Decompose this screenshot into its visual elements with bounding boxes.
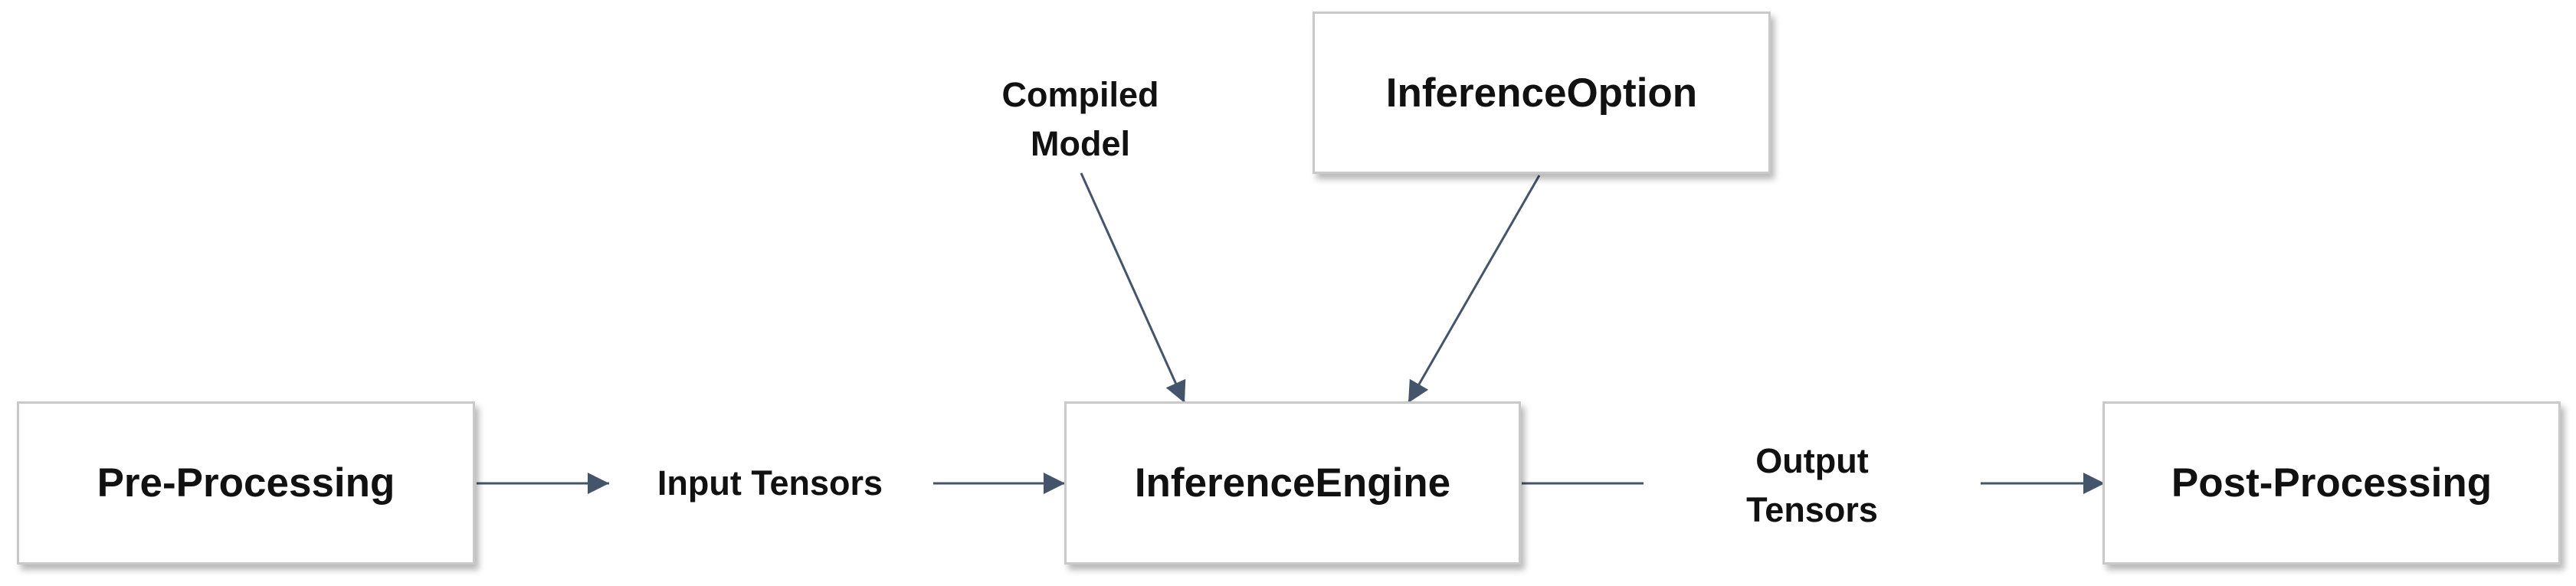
output-tensors-line1: Output — [1755, 441, 1869, 480]
pre-processing-box: Pre-Processing — [17, 401, 475, 565]
post-processing-label: Post-Processing — [2171, 460, 2492, 506]
inference-engine-box: InferenceEngine — [1064, 401, 1521, 565]
compiled-model-line1: Compiled — [1001, 75, 1159, 114]
input-tensors-label: Input Tensors — [613, 459, 927, 508]
inference-option-label: InferenceOption — [1385, 70, 1698, 116]
output-tensors-label: Output Tensors — [1693, 437, 1931, 535]
compiled-model-label: Compiled Model — [958, 70, 1203, 169]
post-processing-box: Post-Processing — [2102, 401, 2561, 565]
compiled-model-line2: Model — [1031, 124, 1130, 163]
output-tensors-line2: Tensors — [1746, 490, 1878, 529]
arrow-option-to-engine — [1407, 175, 1541, 404]
input-tensors-text: Input Tensors — [657, 463, 883, 503]
inference-option-box: InferenceOption — [1313, 11, 1771, 174]
inference-engine-label: InferenceEngine — [1134, 460, 1451, 506]
pre-processing-label: Pre-Processing — [97, 460, 395, 506]
arrow-compiled-model-to-engine — [1080, 172, 1186, 404]
